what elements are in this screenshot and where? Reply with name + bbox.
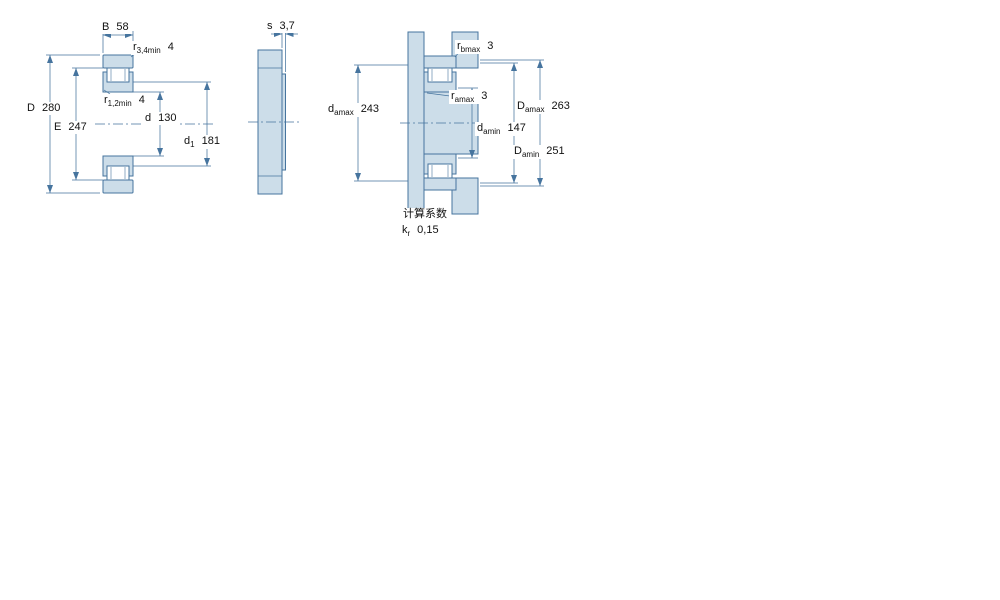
outer-ring-top-section (102, 54, 134, 69)
dim-da-max (354, 64, 408, 182)
dim-symbol: r (104, 94, 108, 106)
dim-value: 251 (546, 145, 565, 157)
dim-value: 263 (551, 100, 570, 112)
dim-value: 3,7 (279, 20, 295, 32)
dim-symbol: D (514, 145, 522, 157)
figure-mounting (400, 31, 496, 215)
dim-label-E: E 247 (52, 121, 89, 134)
figure-side-section (248, 49, 302, 195)
inner-ring-bottom-section (423, 153, 457, 175)
dim-D (46, 54, 100, 194)
dim-label-Da-min: Damin 251 (512, 145, 567, 160)
dim-value: 243 (360, 103, 380, 115)
dim-value: 130 (158, 112, 177, 124)
extension-line (102, 31, 134, 53)
dim-value: 4 (138, 94, 145, 106)
dim-subscript: amax (334, 108, 354, 118)
dim-symbol: r (451, 90, 455, 102)
dim-subscript: 1,2min (107, 99, 132, 109)
roller-top (106, 67, 130, 83)
dim-label-ra-max: ramax 3 (449, 90, 490, 105)
leader-r12 (103, 89, 111, 95)
inner-ring-bottom-section (102, 155, 134, 177)
dim-value: 247 (68, 121, 87, 133)
dim-value: 3 (481, 90, 488, 102)
dim-d1 (133, 81, 211, 167)
dim-symbol: r (457, 40, 461, 52)
outer-ring-top-section (423, 55, 457, 69)
dim-label-da-min: damin 147 (475, 122, 528, 137)
dim-label-d1: d1 181 (182, 135, 222, 150)
dim-B (102, 31, 134, 53)
dim-symbol: B (102, 21, 110, 33)
dim-subscript: amin (483, 127, 501, 137)
heading-text: 计算系数 (403, 208, 447, 220)
factor-label-kr: kr 0,15 (400, 224, 441, 239)
factor-subscript: r (407, 229, 411, 239)
factor-value: 0,15 (417, 224, 439, 236)
figure-cross-section (95, 54, 215, 194)
outer-ring-bottom-section (102, 179, 134, 194)
extension-line (354, 64, 408, 182)
dim-symbol: r (133, 41, 137, 53)
dim-label-rb-max: rbmax 3 (455, 40, 496, 55)
dim-value: 4 (167, 41, 174, 53)
extension-line (46, 54, 100, 194)
factor-symbol: k (402, 224, 408, 236)
dim-subscript: amax (524, 105, 545, 115)
roller-bottom (106, 165, 130, 181)
dim-subscript: bmax (460, 45, 481, 55)
dim-subscript: amax (454, 95, 475, 105)
dim-value: 147 (507, 122, 526, 134)
dim-label-B: B 58 (100, 21, 131, 34)
dim-value: 58 (116, 21, 129, 33)
dim-symbol: d (184, 135, 191, 147)
dim-symbol: D (27, 102, 35, 114)
dim-label-D: D 280 (25, 102, 63, 115)
roller-bottom (427, 163, 453, 179)
dim-label-r12min: r1,2min 4 (102, 94, 147, 109)
extension-line (480, 59, 544, 187)
dim-symbol: s (267, 20, 273, 32)
dim-value: 280 (41, 102, 61, 114)
dim-symbol: E (54, 121, 62, 133)
dim-label-da-max: damax 243 (326, 103, 382, 118)
dim-value: 181 (201, 135, 220, 147)
dim-s (271, 30, 298, 72)
extension-line (133, 81, 211, 167)
inner-ring-top-section (423, 71, 457, 93)
dim-label-d: d 130 (143, 112, 179, 125)
dim-label-r34min: r3,4min 4 (131, 41, 176, 56)
extension-line (281, 30, 286, 72)
dim-subscript: 3,4min (136, 46, 161, 56)
dim-symbol: d (145, 112, 152, 124)
calculation-factors-heading: 计算系数 (401, 208, 449, 221)
dim-label-s: s 3,7 (265, 20, 297, 33)
dim-value: 3 (487, 40, 494, 52)
inner-ring-top-section (102, 71, 134, 93)
dim-label-Da-max: Damax 263 (515, 100, 572, 115)
dim-symbol: d (477, 122, 484, 134)
dim-subscript: amin (521, 150, 540, 160)
dim-Da-max (480, 59, 544, 187)
outer-ring-bottom-section (423, 177, 457, 191)
dim-symbol: D (517, 100, 525, 112)
leader-ra (426, 92, 451, 97)
dim-subscript: 1 (190, 140, 195, 150)
dim-symbol: d (328, 103, 335, 115)
roller-top (427, 67, 453, 83)
